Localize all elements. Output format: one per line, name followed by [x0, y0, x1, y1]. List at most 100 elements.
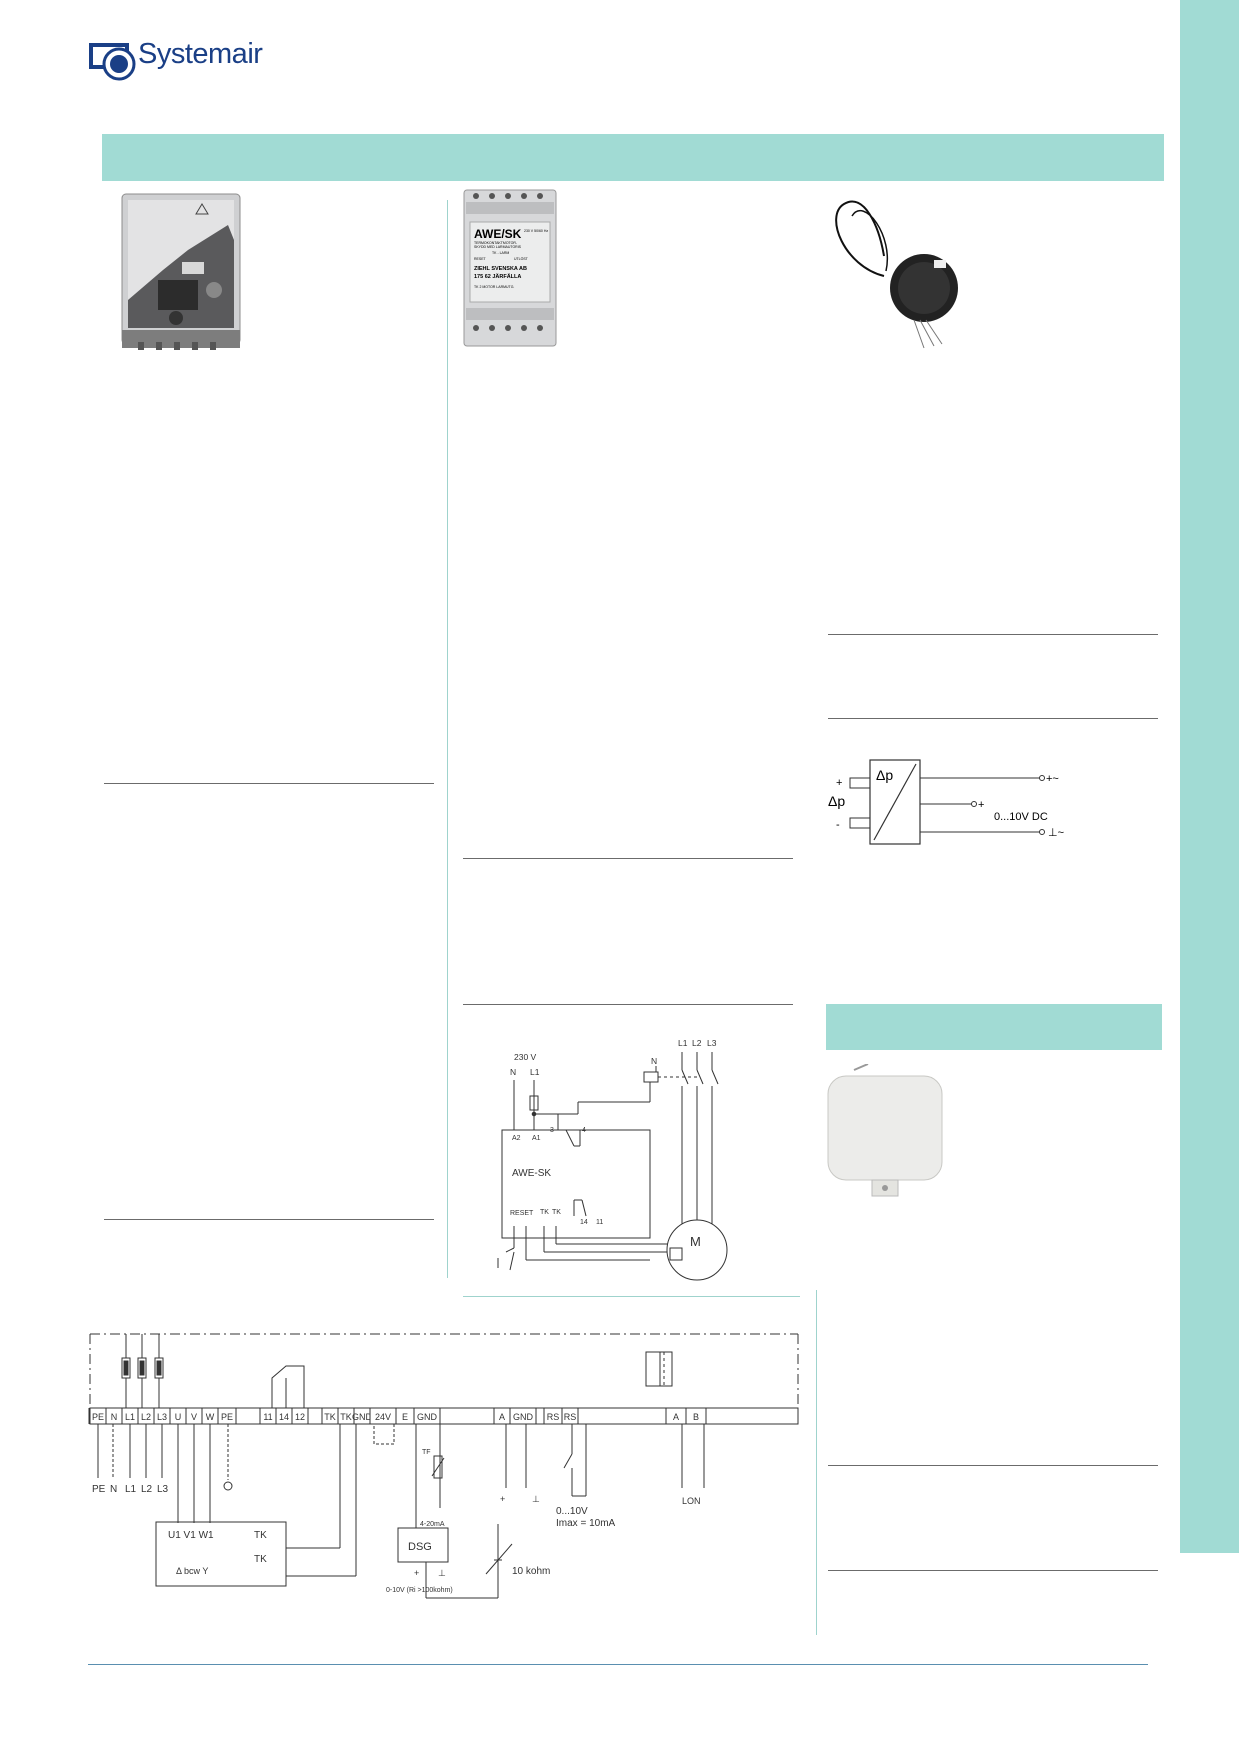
terminal-label: 12: [295, 1412, 305, 1422]
awe-tk1: TK: [540, 1209, 549, 1216]
ma-label: 4-20mA: [420, 1521, 445, 1528]
terminal-cell: [217, 1407, 237, 1425]
terminal-cell: [413, 1407, 441, 1425]
column-divider-1: [447, 200, 448, 1278]
awe-utlost: UTLÖST: [514, 257, 529, 261]
supply-l1: L1: [125, 1484, 137, 1495]
terminal-label: A: [499, 1412, 505, 1422]
terminal-label: A: [673, 1412, 679, 1422]
terminal-label: 24V: [375, 1412, 391, 1422]
awe-t-14: 14: [580, 1219, 588, 1226]
lon-label: LON: [682, 1496, 701, 1506]
terminal-label: E: [402, 1412, 408, 1422]
awe-t-3: 3: [550, 1127, 554, 1134]
pot-label: 10 kohm: [512, 1566, 550, 1577]
terminal-label: RS: [564, 1412, 577, 1422]
col2-rule-1: [463, 858, 793, 859]
tf-label: TF: [422, 1449, 431, 1456]
section-header-band: [102, 134, 1164, 181]
terminal-label: GND: [513, 1412, 534, 1422]
motor-conn: Δ bcw Y: [176, 1566, 208, 1576]
awe-tk-larm: TK - LARM: [492, 251, 509, 255]
col3-rule-3: [828, 1465, 1158, 1466]
terminal-label: TK: [324, 1412, 336, 1422]
terminal-label: GND: [417, 1412, 438, 1422]
awe-reset: RESET: [474, 257, 487, 261]
col3-accessory-band: [826, 1004, 1162, 1050]
footer-rule: [88, 1664, 1148, 1665]
brand-logo: [88, 42, 144, 82]
awe-sk-wiring-diagram: 230 V N L1 N L1 L2 L3: [470, 1030, 740, 1286]
terminal-label: V: [191, 1412, 197, 1422]
dp-left-label: Δp: [828, 793, 845, 809]
sensor-block-diagram: Δp + Δp - +~ + 0...10V DC ⊥~: [822, 756, 1082, 856]
supply-n: N: [110, 1484, 117, 1495]
col2-rule-2: [463, 1004, 793, 1005]
terminal-label: RS: [547, 1412, 560, 1422]
plus-label: +: [836, 777, 842, 789]
awe-box-label: AWE-SK: [512, 1168, 551, 1179]
ctrl-plus: +: [500, 1494, 505, 1504]
awe-tk2: TK: [552, 1209, 561, 1216]
terminal-label: L1: [125, 1412, 135, 1422]
awe-t-a2: A2: [512, 1135, 521, 1142]
logo-mark-icon: [89, 43, 136, 81]
terminal-label: L3: [157, 1412, 167, 1422]
terminal-label: PE: [221, 1412, 233, 1422]
control-box-photo: [118, 190, 248, 352]
terminal-label: GND: [352, 1412, 373, 1422]
pressure-sensor-photo: [824, 196, 964, 356]
dsg-plus: +: [414, 1568, 419, 1578]
minus-label: -: [836, 819, 840, 831]
wiring-top-rule: [463, 1296, 800, 1297]
terminal-cell: [509, 1407, 537, 1425]
motor-tk1: TK: [254, 1530, 267, 1541]
ctrl-v: 0...10V: [556, 1506, 588, 1517]
dp-box-label: Δp: [876, 767, 893, 783]
awe-n2: N: [651, 1056, 657, 1066]
terminal-label: N: [111, 1412, 118, 1422]
junction-box-photo: [824, 1064, 954, 1200]
awe-sk-relay-photo: AWE/SK 230 V 50/60 Hz TERMOKONTAKTMOTOR-…: [462, 188, 558, 350]
awe-v230: 230 V: [514, 1052, 537, 1062]
dsg-label: DSG: [408, 1541, 432, 1553]
out-mid-label: +: [978, 799, 984, 811]
ctrl-i: Imax = 10mA: [556, 1518, 616, 1529]
awe-t-11: 11: [596, 1219, 603, 1226]
out-top-label: +~: [1046, 773, 1059, 785]
awe-l1b: L1: [678, 1038, 688, 1048]
awe-t-a1: A1: [532, 1135, 541, 1142]
dsg-gnd: ⊥: [438, 1568, 446, 1578]
awe-n: N: [510, 1067, 516, 1077]
motor-label: M: [690, 1234, 701, 1249]
ctrl-gnd: ⊥: [532, 1494, 540, 1504]
awe-t-4: 4: [582, 1127, 586, 1134]
supply-l2: L2: [141, 1484, 153, 1495]
column-divider-2: [816, 1290, 817, 1635]
out-mid-range: 0...10V DC: [994, 811, 1048, 823]
terminal-label: W: [206, 1412, 215, 1422]
awe-company: ZIEHL SVENSKA AB: [474, 266, 527, 272]
side-tab: [1180, 0, 1239, 1553]
motor-tk2: TK: [254, 1554, 267, 1565]
terminal-cell: [291, 1407, 309, 1425]
awe-address: 175 62 JÄRFÄLLA: [474, 273, 521, 280]
terminal-cell: [561, 1407, 579, 1425]
terminal-label: TK: [340, 1412, 352, 1422]
terminal-label: U: [175, 1412, 182, 1422]
col3-rule-1: [828, 634, 1158, 635]
dsg-out: 0-10V (Ri >100kohm): [386, 1587, 453, 1594]
brand-name: Systemair: [138, 38, 263, 70]
supply-pe: PE: [92, 1484, 106, 1495]
awe-bottom-labels: TK 2 MOTOR LARMUTG.: [474, 285, 514, 289]
awe-l2: L2: [692, 1038, 702, 1048]
col1-rule-1: [104, 783, 434, 784]
terminal-label: 14: [279, 1412, 289, 1422]
awe-spec: 230 V 50/60 Hz: [524, 229, 548, 233]
col1-rule-2: [104, 1219, 434, 1220]
awe-l3: L3: [707, 1038, 717, 1048]
awe-reset-label: RESET: [510, 1210, 534, 1217]
terminal-label: 11: [263, 1412, 272, 1422]
